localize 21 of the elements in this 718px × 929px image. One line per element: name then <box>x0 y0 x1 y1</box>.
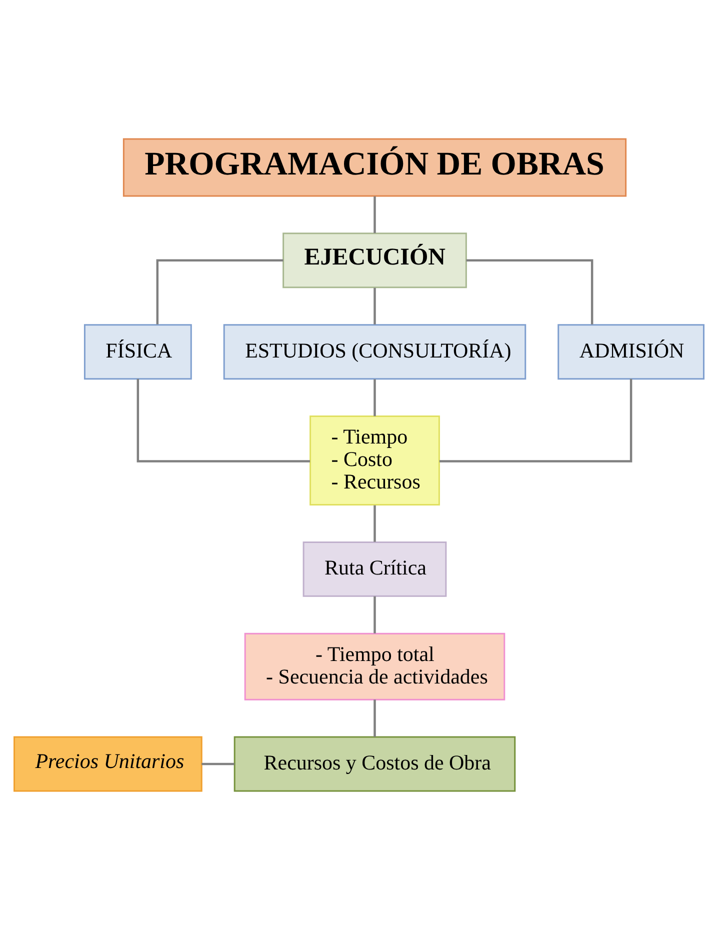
connector <box>374 504 376 542</box>
connector <box>374 287 376 324</box>
node-box: Ruta Crítica <box>302 540 447 596</box>
connector <box>374 378 376 416</box>
connector <box>439 378 632 462</box>
node-box: EJECUCIÓN <box>282 232 467 288</box>
connector <box>374 699 376 736</box>
connector <box>374 596 376 633</box>
connector <box>374 196 376 233</box>
connector <box>466 258 594 324</box>
node-box: Precios Unitarios <box>14 736 202 792</box>
node-box: ESTUDIOS (CONSULTORÍA) <box>223 324 526 380</box>
node-box: - Tiempo - Costo - Recursos <box>310 415 440 505</box>
node-box: FÍSICA <box>84 324 192 380</box>
node-box: ADMISIÓN <box>558 324 704 380</box>
connector <box>202 762 234 765</box>
node-box: - Tiempo total - Secuencia de actividades <box>244 632 506 700</box>
node-box: PROGRAMACIÓN DE OBRAS <box>122 138 627 196</box>
connector <box>136 378 310 462</box>
connector <box>156 258 284 324</box>
node-box: Recursos y Costos de Obra <box>234 736 516 792</box>
